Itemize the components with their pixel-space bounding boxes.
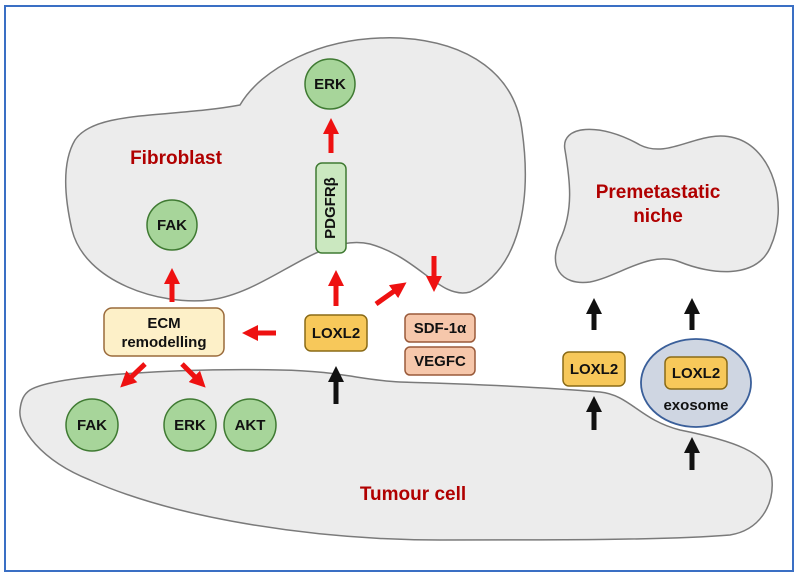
fibroblast-label: Fibroblast — [130, 148, 223, 169]
arrow-ecm-to-erk-bottom — [180, 362, 206, 388]
pdgfr-text: PDGFRβ — [322, 177, 339, 239]
ecm-text-line1: ECM — [147, 315, 180, 332]
loxl2-right-text: LOXL2 — [570, 361, 618, 378]
fak-top-text: FAK — [157, 217, 187, 234]
erk-top-node — [304, 58, 356, 110]
sdf-text: SDF-1α — [414, 320, 467, 337]
erk-bottom-node — [163, 398, 217, 452]
loxl2-exosome-node — [664, 356, 728, 390]
loxl2-right-node — [562, 351, 626, 387]
ecm-text-line2: remodelling — [121, 334, 206, 351]
premetastatic-niche-cell — [554, 128, 779, 284]
loxl2-exosome-text: LOXL2 — [672, 365, 720, 382]
arrow-ecm-to-fak-bottom — [120, 362, 147, 388]
fak-bottom-text: FAK — [77, 417, 107, 434]
akt-node — [223, 398, 277, 452]
exosome-text: exosome — [663, 397, 728, 414]
premetastatic-label-line2: niche — [633, 206, 683, 227]
premetastatic-label-line1: Premetastatic — [596, 182, 721, 203]
sdf-node — [404, 313, 476, 343]
vegfc-node — [404, 346, 476, 376]
loxl2-center-node — [304, 314, 368, 352]
akt-text: AKT — [235, 417, 266, 434]
erk-top-text: ERK — [314, 76, 346, 93]
fak-bottom-node — [65, 398, 119, 452]
erk-bottom-text: ERK — [174, 417, 206, 434]
ecm-remodelling-node — [103, 307, 225, 357]
black-arrows — [327, 297, 701, 470]
arrow-loxl2-to-factors — [374, 282, 407, 307]
red-arrows — [120, 117, 443, 388]
vegfc-text: VEGFC — [414, 353, 466, 370]
pdgfr-node — [315, 162, 347, 254]
fak-top-node — [146, 199, 198, 251]
tumour-cell-label: Tumour cell — [360, 484, 466, 505]
loxl2-center-text: LOXL2 — [312, 325, 360, 342]
